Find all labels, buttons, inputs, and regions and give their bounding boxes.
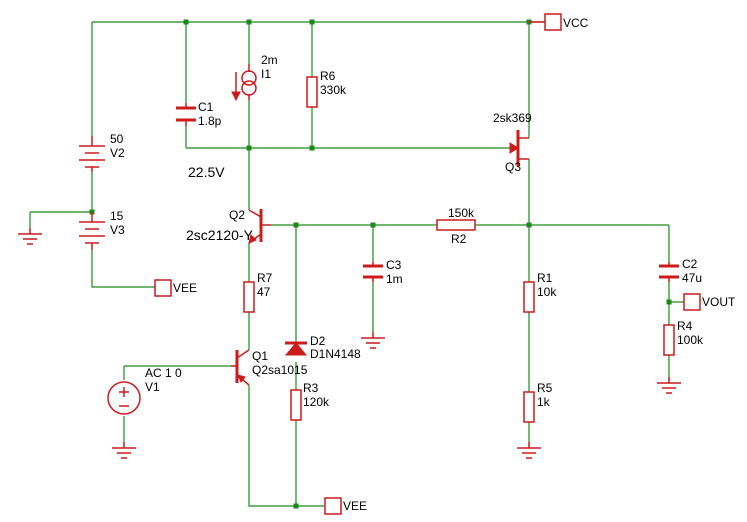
wires — [29, 21, 684, 507]
q3-jfet: 2sk369 Q3 — [493, 111, 532, 174]
q2-label: Q2 — [229, 208, 245, 222]
r2-resistor: 150k R2 — [436, 206, 476, 246]
d2-diode: D2 D1N4148 — [284, 334, 361, 361]
r7-value: 47 — [257, 285, 271, 299]
v2-value: 50 — [110, 132, 124, 146]
r2-label: R2 — [451, 232, 467, 246]
d2-label: D2 — [310, 334, 326, 348]
port-vcc: VCC — [529, 13, 589, 31]
q1-label: Q1 — [252, 349, 268, 363]
c2-label: C2 — [682, 257, 698, 271]
q2-model: 2sc2120-Y — [186, 227, 254, 243]
v3-label: V3 — [110, 223, 125, 237]
r4-resistor: R4 100k — [663, 319, 704, 356]
ground-symbol-v1 — [112, 442, 136, 459]
v1-value: AC 1 0 — [145, 366, 182, 380]
r2-value: 150k — [448, 206, 475, 220]
r1-resistor: R1 10k — [523, 271, 557, 313]
q3-label: Q3 — [505, 160, 521, 174]
q3-model: 2sk369 — [493, 111, 532, 125]
ground-symbol-c3 — [361, 332, 385, 349]
r6-label: R6 — [320, 69, 336, 83]
c3-label: C3 — [386, 258, 402, 272]
r6-resistor: R6 330k — [306, 69, 347, 108]
v3-battery: 15 V3 — [79, 209, 125, 250]
junctions — [89, 19, 672, 509]
v2-battery: 50 V2 — [79, 132, 125, 172]
r6-value: 330k — [320, 83, 347, 97]
r5-label: R5 — [537, 381, 553, 395]
r1-value: 10k — [537, 285, 557, 299]
c1-label: C1 — [198, 100, 214, 114]
v1-label: V1 — [145, 380, 160, 394]
c2-capacitor: C2 47u — [659, 257, 702, 285]
i1-current-source: 2m I1 — [231, 53, 278, 102]
r4-value: 100k — [677, 333, 704, 347]
c3-value: 1m — [386, 272, 403, 286]
port-vcc-label: VCC — [563, 16, 589, 30]
ground-symbol-v3 — [18, 228, 42, 245]
q2-transistor: Q2 2sc2120-Y — [186, 208, 271, 244]
r5-resistor: R5 1k — [523, 381, 553, 423]
r5-value: 1k — [537, 395, 551, 409]
r7-label: R7 — [257, 271, 273, 285]
c3-capacitor: C3 1m — [363, 258, 403, 286]
i1-value: 2m — [261, 53, 278, 67]
port-vee-left: VEE — [154, 279, 197, 297]
q1-model: Q2sa1015 — [252, 363, 308, 377]
r3-label: R3 — [303, 381, 319, 395]
port-vout-label: VOUT — [702, 295, 736, 309]
c2-value: 47u — [682, 271, 702, 285]
d2-model: D1N4148 — [310, 347, 361, 361]
v3-value: 15 — [110, 209, 124, 223]
r3-resistor: R3 120k — [290, 381, 330, 421]
c1-capacitor: C1 1.8p — [176, 100, 222, 128]
r7-resistor: R7 47 — [243, 271, 273, 313]
node-voltage-label: 22.5V — [188, 164, 225, 180]
v2-label: V2 — [110, 146, 125, 160]
v1-ac-source: AC 1 0 V1 — [107, 366, 182, 415]
i1-label: I1 — [261, 67, 271, 81]
port-vee-left-label: VEE — [173, 281, 197, 295]
port-vee-bottom-label: VEE — [343, 499, 367, 513]
port-vout: VOUT — [683, 293, 736, 311]
r3-value: 120k — [303, 395, 330, 409]
ground-symbol-r4 — [657, 377, 681, 394]
c1-value: 1.8p — [198, 114, 222, 128]
r4-label: R4 — [677, 319, 693, 333]
ground-symbol-r5 — [517, 442, 541, 459]
r1-label: R1 — [537, 271, 553, 285]
port-vee-bottom: VEE — [324, 497, 367, 515]
q1-transistor: Q1 Q2sa1015 — [231, 349, 308, 386]
